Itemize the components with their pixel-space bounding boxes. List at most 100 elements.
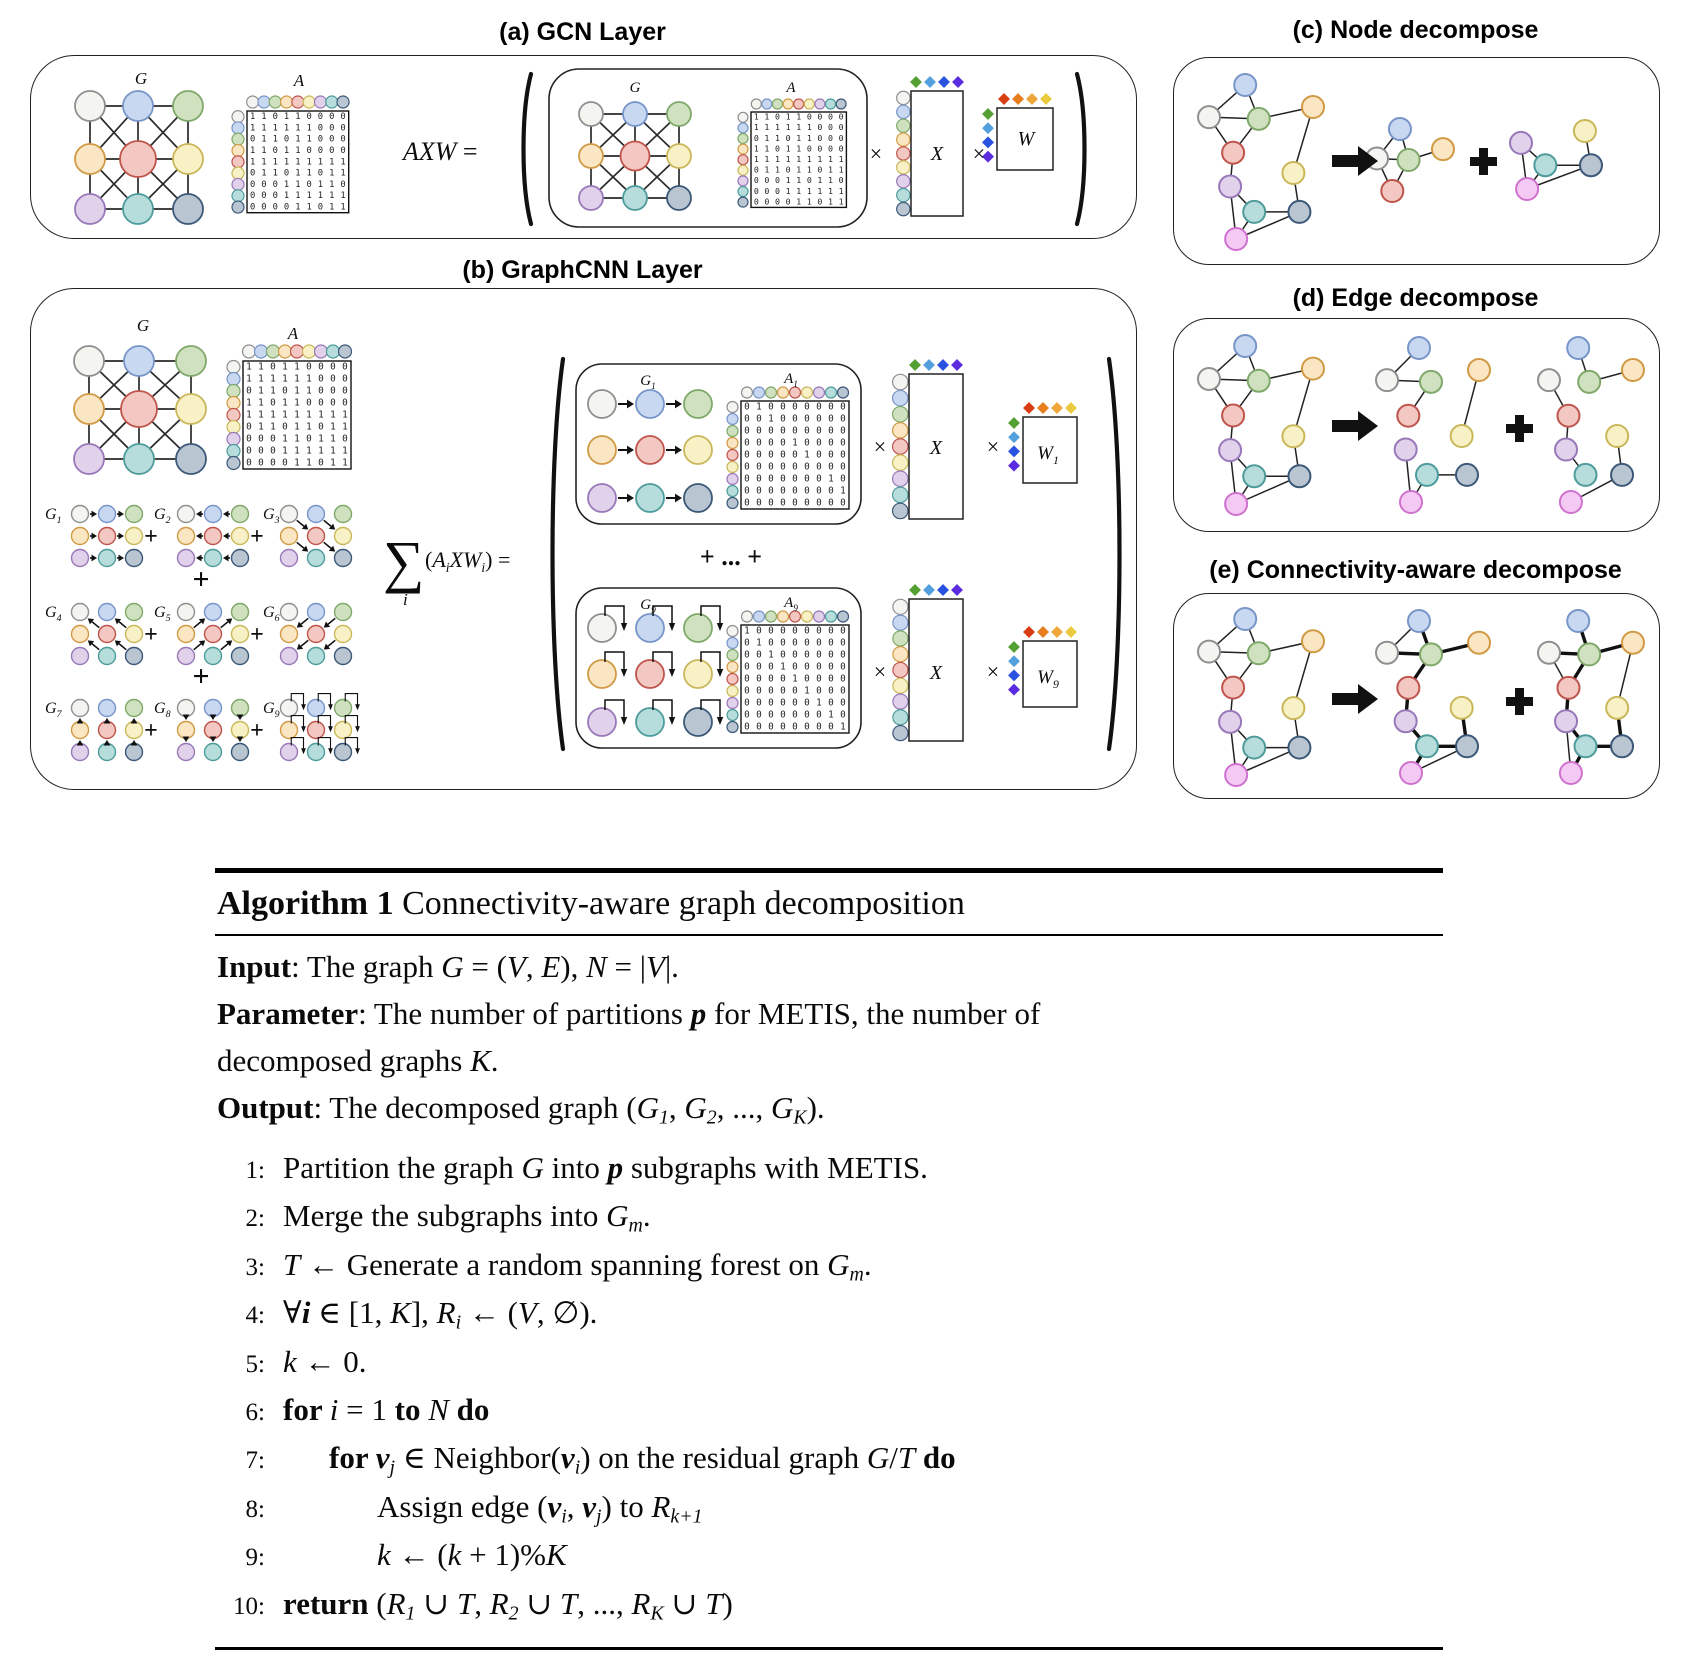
svg-text:1: 1	[330, 446, 336, 457]
svg-text:1: 1	[282, 446, 288, 457]
svg-text:1: 1	[817, 175, 822, 185]
svg-text:0: 0	[330, 386, 336, 397]
svg-text:1: 1	[744, 626, 750, 637]
svg-text:0: 0	[768, 710, 774, 721]
svg-text:1: 1	[796, 122, 801, 132]
svg-text:0: 0	[246, 446, 252, 457]
svg-text:1: 1	[816, 698, 822, 709]
mini-graph-g9	[279, 692, 360, 762]
svg-text:0: 0	[246, 434, 252, 445]
svg-text:1: 1	[764, 154, 769, 164]
svg-text:0: 0	[780, 650, 786, 661]
svg-text:0: 0	[804, 626, 810, 637]
svg-text:1: 1	[246, 398, 252, 409]
svg-text:1: 1	[284, 146, 289, 156]
svg-text:1: 1	[307, 169, 312, 179]
graph-g-label: G	[137, 316, 149, 335]
svg-text:0: 0	[756, 486, 762, 497]
svg-text:1: 1	[340, 203, 345, 213]
svg-text:0: 0	[804, 414, 810, 425]
svg-text:0: 0	[816, 498, 822, 509]
svg-text:1: 1	[775, 165, 780, 175]
svg-text:0: 0	[754, 196, 759, 206]
svg-text:0: 0	[756, 450, 762, 461]
svg-text:0: 0	[792, 662, 798, 673]
svg-text:0: 0	[816, 722, 822, 733]
svg-text:1: 1	[307, 123, 312, 133]
svg-text:1: 1	[796, 143, 801, 153]
svg-text:1: 1	[340, 191, 345, 201]
svg-text:1: 1	[817, 154, 822, 164]
svg-text:0: 0	[828, 414, 834, 425]
svg-text:0: 0	[840, 474, 846, 485]
svg-text:0: 0	[270, 458, 276, 469]
svg-text:0: 0	[780, 626, 786, 637]
svg-text:1: 1	[756, 638, 762, 649]
svg-text:0: 0	[282, 386, 288, 397]
svg-text:1: 1	[828, 196, 833, 206]
svg-text:0: 0	[342, 374, 348, 385]
svg-text:1: 1	[839, 186, 844, 196]
svg-text:0: 0	[754, 186, 759, 196]
svg-text:1: 1	[306, 386, 312, 397]
g9-box-label: G9	[640, 597, 656, 616]
svg-text:0: 0	[816, 402, 822, 413]
svg-text:0: 0	[329, 123, 334, 133]
plus-icon	[1470, 148, 1497, 175]
svg-text:1: 1	[768, 414, 774, 425]
svg-text:1: 1	[294, 374, 300, 385]
arrow-icon	[1332, 146, 1378, 176]
plus-sign-row: +	[192, 563, 209, 596]
svg-text:1: 1	[282, 410, 288, 421]
multiply-sign: ×	[874, 659, 886, 684]
svg-text:1: 1	[307, 157, 312, 167]
svg-text:0: 0	[258, 458, 264, 469]
svg-text:1: 1	[284, 123, 289, 133]
svg-text:1: 1	[329, 203, 334, 213]
svg-text:1: 1	[342, 458, 348, 469]
svg-text:0: 0	[839, 112, 844, 122]
decomposition-graph-3	[1509, 119, 1603, 201]
algorithm-header-line-1: Input: The graph G = (V, E), N = |V|.	[217, 948, 679, 984]
svg-text:0: 0	[744, 426, 750, 437]
svg-text:1: 1	[764, 165, 769, 175]
svg-text:1: 1	[273, 157, 278, 167]
svg-text:0: 0	[804, 710, 810, 721]
svg-text:1: 1	[754, 154, 759, 164]
decomposition-graph-1	[1197, 73, 1325, 251]
node-decompose-diagram	[1197, 73, 1603, 251]
mini-g6-label: G6	[263, 604, 280, 624]
svg-text:0: 0	[318, 112, 323, 122]
svg-text:0: 0	[270, 362, 276, 373]
decomposition-graph-1	[1197, 334, 1325, 516]
svg-text:0: 0	[744, 674, 750, 685]
svg-text:1: 1	[250, 123, 255, 133]
svg-text:0: 0	[804, 486, 810, 497]
svg-text:0: 0	[756, 650, 762, 661]
svg-text:1: 1	[817, 186, 822, 196]
svg-text:0: 0	[804, 722, 810, 733]
svg-text:0: 0	[816, 662, 822, 673]
mini-g1-label: G1	[45, 506, 62, 526]
svg-text:0: 0	[756, 686, 762, 697]
plus-icon	[1506, 415, 1533, 442]
svg-text:1: 1	[306, 446, 312, 457]
step-number: 1:	[245, 1157, 265, 1185]
svg-text:1: 1	[294, 398, 300, 409]
svg-text:0: 0	[840, 662, 846, 673]
mini-g4-label: G4	[45, 604, 62, 624]
a1-matrix-label: A1	[783, 371, 798, 390]
plus-dots: + ... +	[700, 542, 762, 571]
svg-text:1: 1	[273, 135, 278, 145]
svg-text:0: 0	[816, 474, 822, 485]
svg-text:1: 1	[764, 112, 769, 122]
svg-text:0: 0	[828, 498, 834, 509]
svg-text:1: 1	[295, 123, 300, 133]
svg-text:0: 0	[330, 362, 336, 373]
mini-graph-g4	[70, 602, 144, 666]
decomposition-graph-2	[1375, 609, 1491, 785]
svg-text:0: 0	[780, 674, 786, 685]
svg-text:1: 1	[306, 410, 312, 421]
svg-text:0: 0	[768, 662, 774, 673]
svg-text:0: 0	[756, 498, 762, 509]
